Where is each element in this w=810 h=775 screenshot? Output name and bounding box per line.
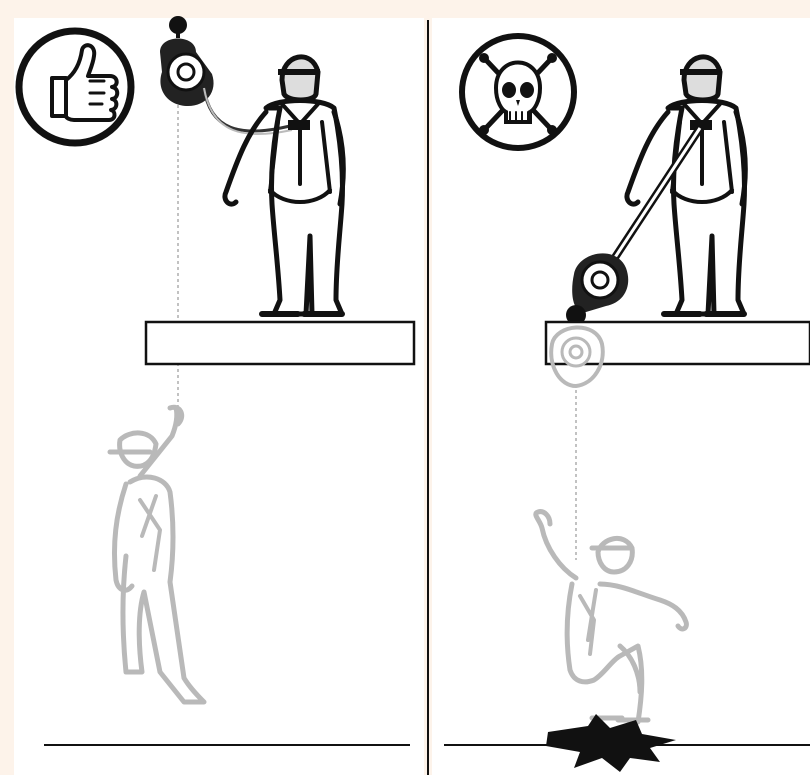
skull-crossbones-icon <box>462 36 574 148</box>
thumbs-up-icon <box>19 31 131 143</box>
platform-left <box>146 322 414 364</box>
